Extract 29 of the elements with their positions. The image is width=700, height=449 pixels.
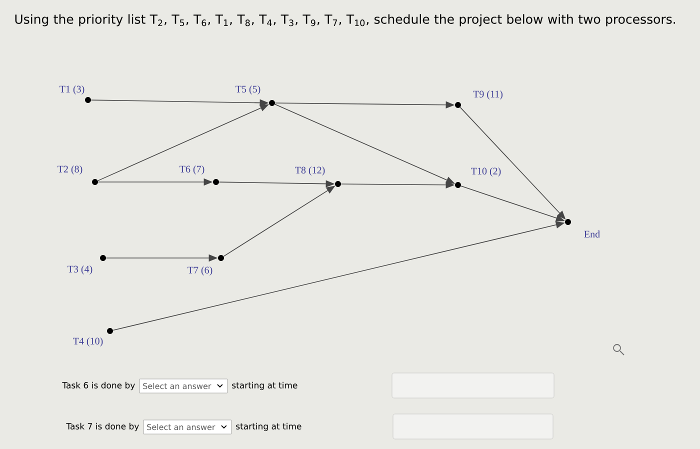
node-label: T2 (8) <box>58 165 82 175</box>
node-label: T9 (11) <box>473 90 503 100</box>
form-text: Task 6 is done by <box>62 382 135 390</box>
task-node: T1 (3) <box>60 85 91 103</box>
node-label: T3 (4) <box>68 265 92 275</box>
node-label: T6 (7) <box>180 165 204 175</box>
dropdown: Select an answer <box>143 420 232 434</box>
node-label: T7 (6) <box>188 266 212 276</box>
task-node: End <box>565 219 600 238</box>
form-text: starting at time <box>236 422 302 432</box>
node-label: T8 (12) <box>295 166 325 176</box>
task-node: T5 (5) <box>236 85 275 106</box>
node-label: T5 (5) <box>236 85 260 95</box>
task-node: T4 (10) <box>73 328 113 347</box>
task-node: T3 (4) <box>68 255 106 275</box>
question-text: Using the priority list T$_{2}$, T$_{5}$, T$_{6}$, T$_{1}$, T$_{8}$, T$_{4}$, T$_{3}$, T$_{9}$, T$_{7}$, T$_{10}$, schedule the project below with two processors. <box>15 14 675 26</box>
node-label: T4 (10) <box>73 337 103 347</box>
task-node: T2 (8) <box>58 165 98 185</box>
node-label: T1 (3) <box>60 85 84 95</box>
task-node: T8 (12) <box>295 166 341 187</box>
form-text: Task 7 is done by <box>66 422 139 432</box>
node-label: End <box>584 230 600 238</box>
dropdown: Select an answer <box>139 378 228 394</box>
task-node: T9 (11) <box>455 90 503 108</box>
form-text: starting at time <box>232 382 298 390</box>
task-node: T10 (2) <box>455 167 501 188</box>
node-label: T10 (2) <box>471 167 501 177</box>
task-node: T6 (7) <box>180 165 219 185</box>
task-node: T7 (6) <box>188 255 224 276</box>
